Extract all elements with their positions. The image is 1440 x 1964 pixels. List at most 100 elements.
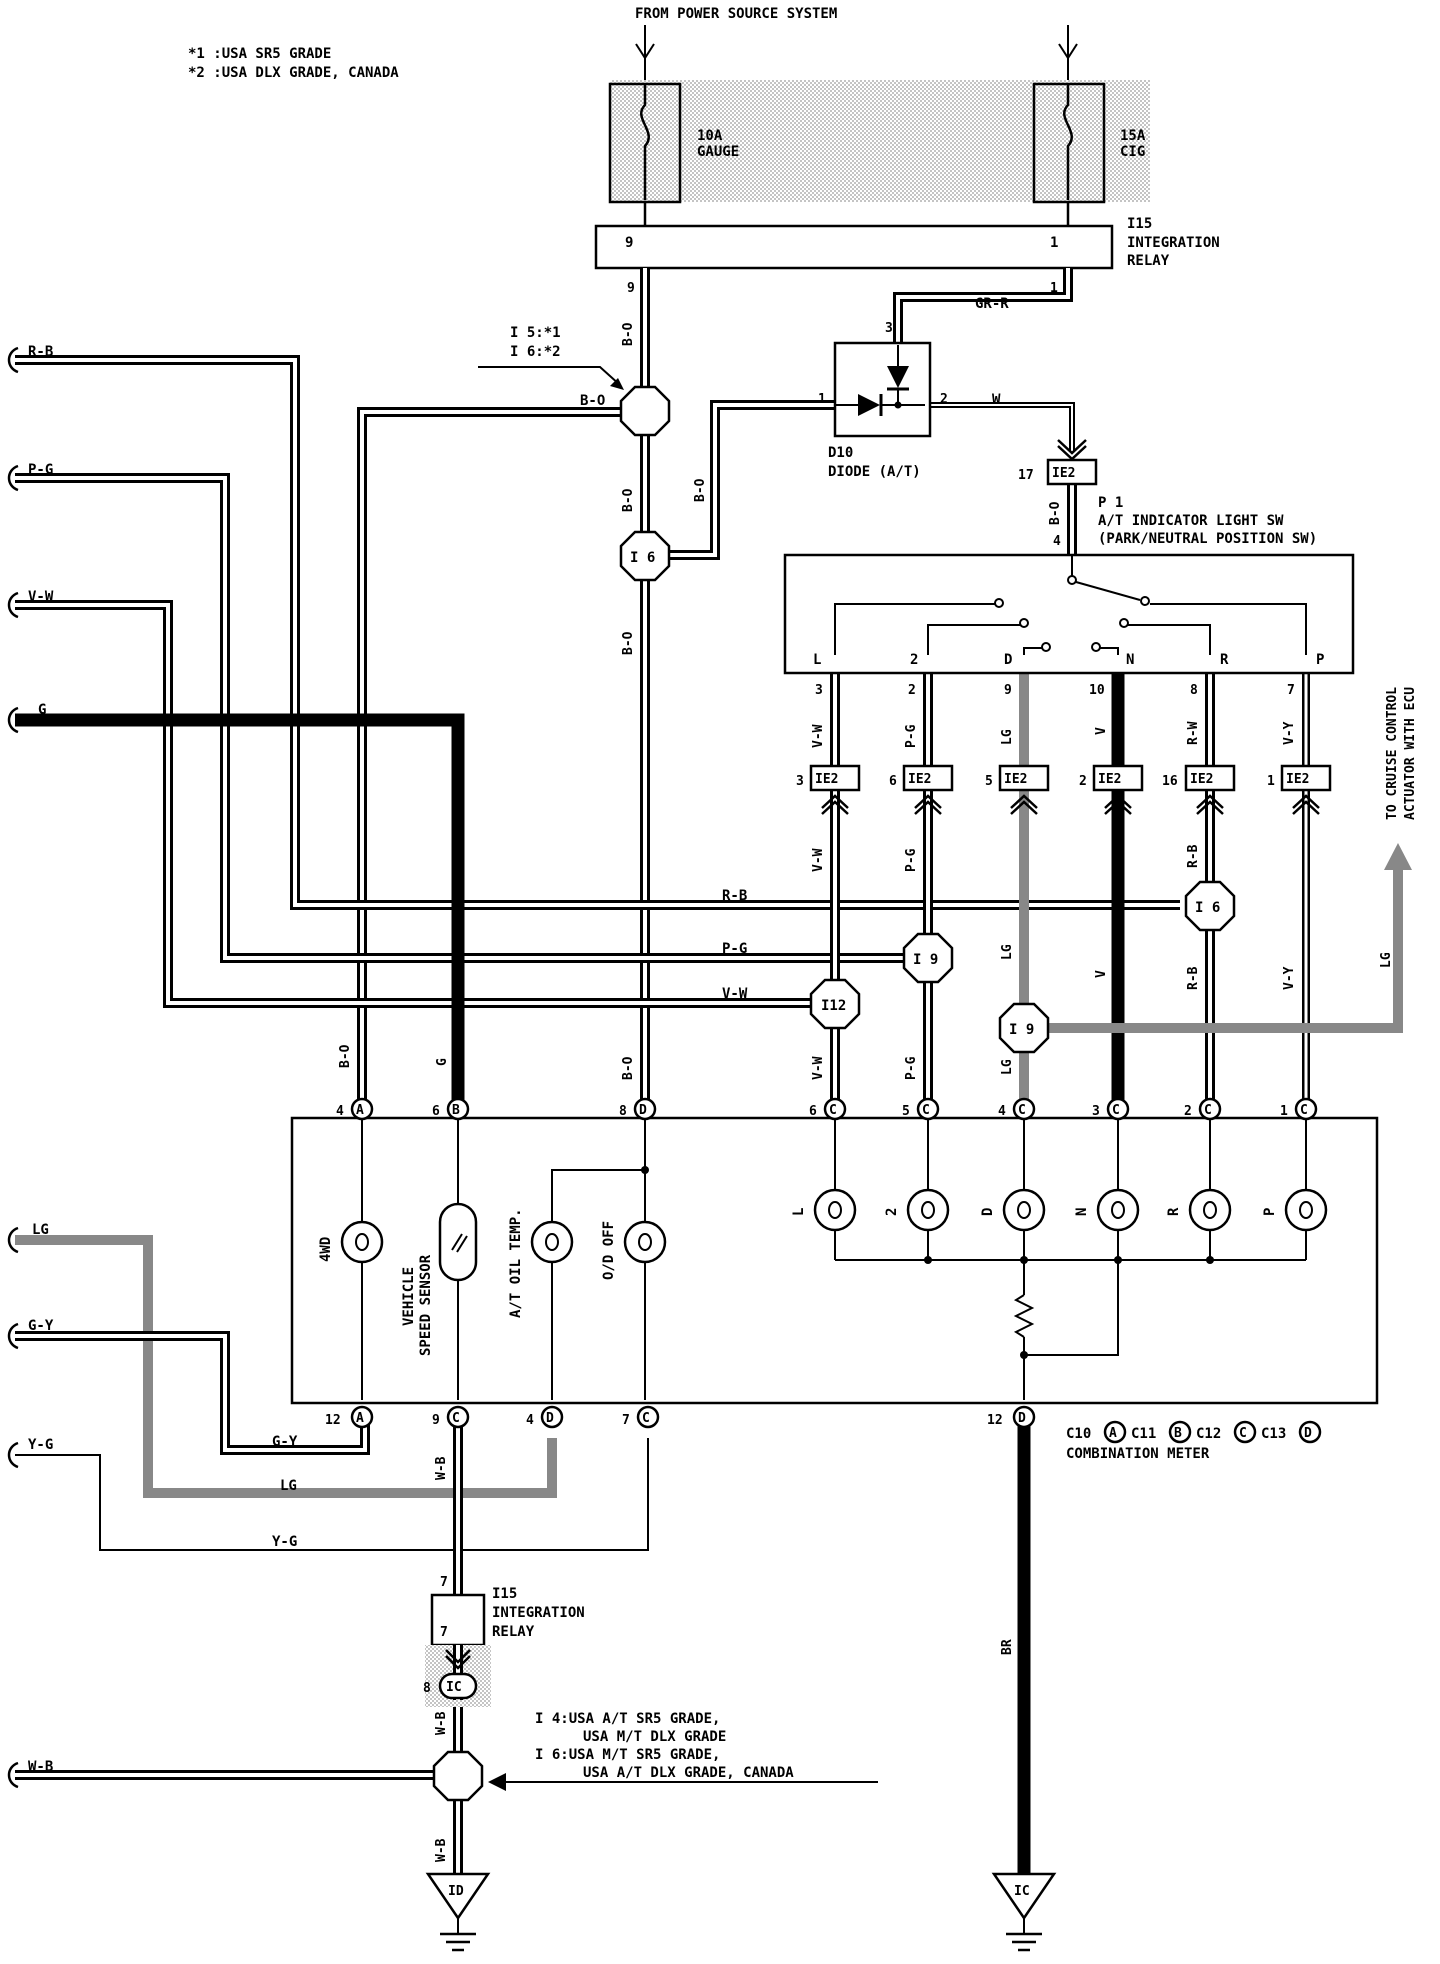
meter-top-conn-2: B [452, 1103, 460, 1118]
wire-label-bo-horizontal: B-O [580, 393, 605, 409]
ie2-pin-6: 1 [1267, 774, 1275, 789]
relay-bottom-name-1: INTEGRATION [492, 1605, 585, 1621]
sensor-label-2: SPEED SENSOR [418, 1254, 434, 1356]
wire-label-vw: V-W [28, 589, 54, 605]
svg-text:C: C [1239, 1426, 1247, 1441]
wire-label-g: G [38, 702, 46, 718]
vlabel-bo-1: B-O [621, 322, 636, 346]
svg-text:I 9: I 9 [1009, 1022, 1034, 1038]
cruise-label-1: TO CRUISE CONTROL [1385, 687, 1400, 820]
meter-bottom-num-3: 4 [526, 1413, 534, 1428]
meter-name: COMBINATION METER [1066, 1446, 1210, 1462]
meter-top-num-8: 2 [1184, 1104, 1192, 1119]
harness-wires [15, 268, 1403, 1880]
vlabel-bo-6: B-O [1048, 501, 1063, 525]
vlabel-lg-2: LG [1000, 944, 1015, 960]
gear-lamps [813, 1188, 1328, 1232]
wire-end-pg [7, 464, 19, 492]
wire-end-yg [7, 1441, 19, 1469]
vlabel-pg-3: P-G [904, 1056, 919, 1080]
diode-name: DIODE (A/T) [828, 464, 921, 480]
switch-pos-d: D [1004, 652, 1012, 668]
switch-pin-4: 4 [1053, 534, 1061, 549]
switch-pin-l: 3 [815, 683, 823, 698]
wire-label-gy-bottom: G-Y [272, 1434, 298, 1450]
fuse-cig [1032, 82, 1106, 204]
gear-lamp-d: D [980, 1208, 996, 1216]
vehicle-speed-sensor [438, 1202, 478, 1282]
ground-connector-ic [438, 1649, 478, 1700]
vlabel-bo-2: B-O [621, 488, 636, 512]
meter-top-conn-8: C [1204, 1103, 1212, 1118]
svg-text:C13: C13 [1261, 1426, 1286, 1442]
relay-top-id: I15 [1127, 216, 1152, 232]
vlabel-rb-1: R-B [1186, 844, 1201, 868]
meter-top-conn-3: D [639, 1103, 647, 1118]
switch-pos-p: P [1316, 652, 1324, 668]
lamp-oil-temp [530, 1220, 574, 1264]
vlabel-bo-7: B-O [338, 1044, 353, 1068]
ie2-pin-1: 3 [796, 774, 804, 789]
integration-relay-bottom [430, 1593, 486, 1647]
ie2-label-2: IE2 [908, 772, 931, 787]
lamp-od-label: O/D OFF [601, 1221, 617, 1280]
lamp-4wd-label: 4WD [318, 1237, 334, 1262]
meter-bottom-conn-3: D [546, 1411, 554, 1426]
wire-label-pg: P-G [28, 462, 53, 478]
ie2-row [809, 764, 1332, 815]
gear-lamp-r: R [1166, 1207, 1182, 1216]
meter-bottom-num-2: 9 [432, 1413, 440, 1428]
wire-label-yg-bottom: Y-G [272, 1534, 297, 1550]
fuse-cig-name: CIG [1120, 144, 1145, 160]
switch-id: P 1 [1098, 495, 1123, 511]
vlabel-vw-2: V-W [811, 848, 826, 872]
note-1: *1 :USA SR5 GRADE [188, 46, 331, 62]
meter-bottom-conn-5: D [1018, 1411, 1026, 1426]
vlabel-wb-3: W-B [434, 1838, 449, 1862]
ground-note-1: I 4:USA A/T SR5 GRADE, [535, 1711, 720, 1727]
wire-label-gy: G-Y [28, 1318, 54, 1334]
gear-lamp-2: 2 [884, 1208, 900, 1216]
diode-pin-1: 1 [818, 392, 826, 407]
gear-lamp-p: P [1262, 1208, 1278, 1216]
vlabel-pg-2: P-G [904, 848, 919, 872]
diode-pin-3: 3 [885, 321, 893, 336]
note-2: *2 :USA DLX GRADE, CANADA [188, 65, 399, 81]
meter-bottom-num-1: 12 [325, 1413, 341, 1428]
ie2-label-4: IE2 [1098, 772, 1121, 787]
junction-note-2: I 6:*2 [510, 344, 561, 360]
meter-bottom-num-5: 12 [987, 1413, 1003, 1428]
diode-pin-2: 2 [940, 392, 948, 407]
ie2-pin-3: 5 [985, 774, 993, 789]
splice-i6-right: I 6 [1184, 880, 1236, 932]
meter-top-num-2: 6 [432, 1104, 440, 1119]
integration-relay-top [594, 224, 1114, 270]
meter-top-num-4: 6 [809, 1104, 817, 1119]
lamp-4wd [340, 1220, 384, 1264]
vlabel-bo-4: B-O [621, 631, 636, 655]
switch-pin-n: 10 [1089, 683, 1105, 698]
relay-top-pin-9: 9 [625, 235, 633, 251]
splice-i12: I12 [809, 978, 861, 1030]
wire-label-lg-bottom: LG [280, 1478, 297, 1494]
meter-top-pins [350, 1097, 1318, 1121]
meter-top-conn-4: C [829, 1103, 837, 1118]
wire-end-rb [7, 346, 19, 374]
fuse-cig-amp: 15A [1120, 128, 1146, 144]
splice-junction-top [619, 385, 671, 437]
meter-top-conn-5: C [922, 1103, 930, 1118]
meter-top-num-3: 8 [619, 1104, 627, 1119]
wire-end-gy [7, 1322, 19, 1350]
wire-end-g [7, 706, 19, 734]
splice-ground [432, 1750, 484, 1802]
vlabel-lg-cruise: LG [1379, 952, 1394, 968]
switch-pos-2: 2 [910, 652, 918, 668]
vlabel-bo-5: B-O [621, 1056, 636, 1080]
ground-left-label: ID [448, 1884, 464, 1899]
vlabel-lg-3: LG [1000, 1059, 1015, 1075]
wire-label-grr: GR-R [975, 296, 1009, 312]
vlabel-rw: R-W [1186, 721, 1201, 745]
wire-label-rb: R-B [28, 344, 53, 360]
relay-top-name-2: RELAY [1127, 253, 1170, 269]
